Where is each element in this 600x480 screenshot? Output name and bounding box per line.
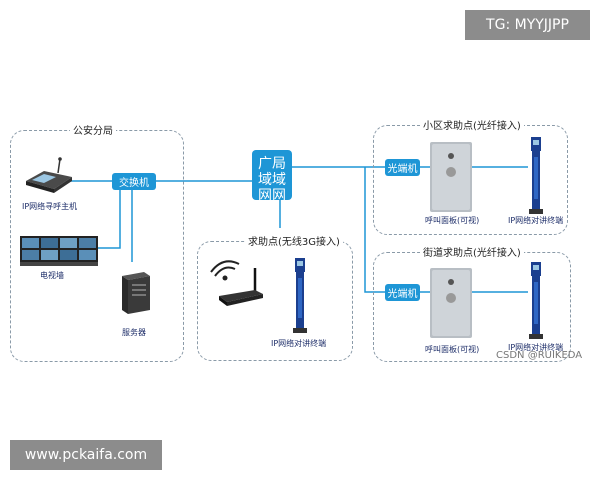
watermark-csdn: CSDN @RUIKEDA: [496, 350, 583, 361]
tv-wall-icon: [20, 236, 98, 266]
intercom-terminal-wireless-icon: [293, 258, 307, 333]
wan-node: 广局 域域 网网: [252, 150, 292, 204]
line-wan-optical2: [364, 167, 385, 293]
server-icon: [122, 272, 150, 314]
intercom-wireless-label: IP网络对讲终端: [271, 339, 327, 348]
watermark-bottom-left: www.pckaifa.com: [10, 440, 162, 470]
optical-transceiver-1: 光端机: [385, 159, 420, 176]
optical-transceiver-2: 光端机: [385, 284, 420, 301]
call-panel-2-label: 呼叫面板(可视): [425, 345, 480, 354]
wifi-router-icon: [210, 260, 263, 306]
group-help-wireless-title: 求助点(无线3G接入): [245, 233, 343, 248]
tv-wall-label: 电视墙: [40, 271, 64, 280]
intercom-terminal-1-icon: [529, 137, 543, 214]
call-panel-1-icon: [430, 142, 472, 212]
line-switch-tvwall: [98, 189, 121, 249]
call-panel-1-label: 呼叫面板(可视): [425, 216, 480, 225]
intercom-1-label: IP网络对讲终端: [508, 216, 564, 225]
wan-text-line3: 网网: [258, 188, 286, 204]
group-community-title: 小区求助点(光纤接入): [420, 117, 524, 132]
intercom-2-label: IP网络对讲终端: [508, 343, 564, 352]
watermark-top-right: TG: MYYJJPP: [465, 10, 590, 40]
server-label: 服务器: [122, 328, 146, 337]
group-street-title: 街道求助点(光纤接入): [420, 244, 524, 259]
wan-text-line1: 广局: [258, 156, 286, 172]
call-panel-2-icon: [430, 268, 472, 338]
intercom-terminal-2-icon: [529, 262, 543, 339]
group-police-title: 公安分局: [70, 122, 116, 137]
ip-host-icon: [26, 157, 72, 193]
switch-node: 交换机: [112, 173, 156, 190]
wan-text-line2: 域域: [258, 172, 286, 188]
ip-host-label: IP网络寻呼主机: [22, 202, 78, 211]
